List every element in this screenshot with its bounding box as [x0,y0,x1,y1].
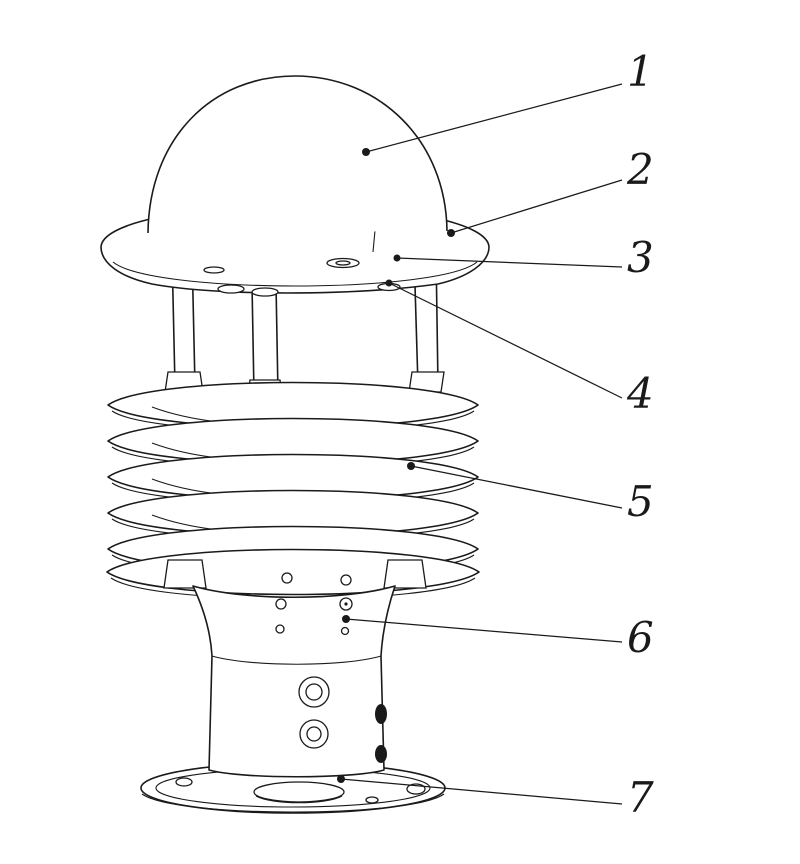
flange-center-hole [253,781,345,803]
callout-label-7: 7 [627,773,654,822]
post-foot-right [408,371,445,393]
callout-line-4 [388,282,623,399]
callout-label-5: 5 [627,477,654,526]
body-shell [192,585,396,778]
sensor-ring-far-left [203,266,225,274]
body-seam [211,655,382,665]
callout-line-7 [340,778,623,805]
gland-upper-inner [305,683,323,701]
cable-glands [298,676,387,763]
callout-labels: 1 2 3 4 5 6 7 [626,47,654,822]
bracket-left [163,559,207,589]
gland-lower-inner [306,726,322,742]
flange-bottom-rim [141,793,445,813]
screw-hole [281,572,293,584]
screw-hole-center [344,602,348,606]
callout-label-2: 2 [626,145,654,194]
side-connector-upper [375,704,387,724]
main-body [192,572,396,778]
callout-label-6: 6 [627,613,654,662]
side-connector-lower [375,745,387,763]
flange-slot-small [365,796,379,804]
callout-line-1 [365,83,623,153]
dome-cover [147,75,448,234]
callout-line-5 [410,465,623,509]
screw-hole [340,626,350,636]
screw-hole [275,598,287,610]
callout-line-3 [396,257,623,268]
callout-line-2 [450,179,623,234]
base-flange-front [175,777,426,804]
post-middle [251,283,279,395]
callout-label-1: 1 [627,47,654,96]
flange-center-hole-rim [255,795,343,804]
callout-leaders [337,83,623,805]
louver-stack [106,381,480,600]
callout-line-6 [345,618,623,643]
under-cap-sensors [203,257,401,297]
post-top-collar [251,287,279,297]
sensor-ring-left [217,284,245,294]
flange-slot-left [175,777,193,787]
screw-hole [275,624,285,634]
sensor-ring-large-inner [335,260,351,266]
screw-hole [340,574,352,586]
bracket-right [383,559,427,589]
callout-label-3: 3 [627,233,654,282]
cap-underside-edge [112,261,478,287]
callout-label-4: 4 [626,369,654,418]
body-screw-holes [275,572,353,636]
